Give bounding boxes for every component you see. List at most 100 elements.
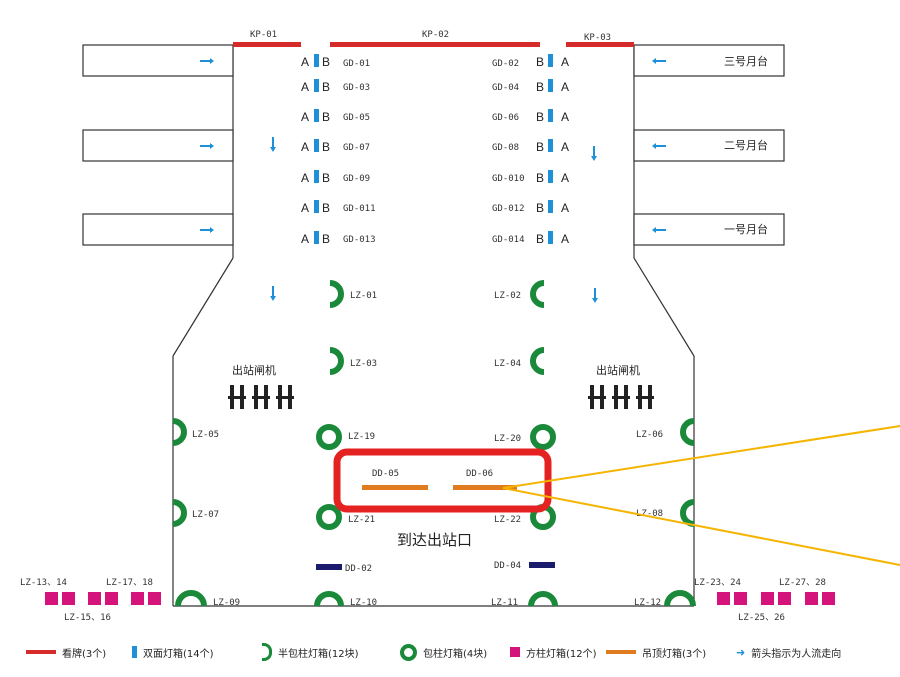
dd05-label: DD-05 xyxy=(372,469,399,479)
gd-label: GD-012 xyxy=(492,204,525,214)
arrow-left-icon xyxy=(652,227,666,233)
gd-label: GD-011 xyxy=(343,204,376,214)
callout-lines xyxy=(502,425,900,566)
half-column-lz03 xyxy=(329,347,344,375)
full-column-swatch-icon xyxy=(400,643,417,661)
gates-label-left: 出站闸机 xyxy=(232,363,276,377)
svg-text:B: B xyxy=(536,201,544,215)
svg-text:A: A xyxy=(301,110,309,124)
double-light-box xyxy=(314,200,319,213)
half-column-lz01 xyxy=(329,280,344,308)
lz-label: LZ-09 xyxy=(213,598,240,608)
double-light-box xyxy=(548,79,553,92)
gates-label-right: 出站闸机 xyxy=(596,363,640,377)
half-column-lz02 xyxy=(530,280,545,308)
legend: 看牌(3个) 双面灯箱(14个) 半包柱灯箱(12块) 包柱灯箱(4块) 方柱灯… xyxy=(0,636,900,676)
kp-01-label: KP-01 xyxy=(250,30,277,40)
half-column-lz05 xyxy=(172,418,187,446)
double-light-box xyxy=(314,231,319,244)
svg-text:A: A xyxy=(561,232,569,246)
lz-label: LZ-22 xyxy=(494,515,521,525)
half-column-boxes xyxy=(172,280,696,607)
lz-label: LZ-03 xyxy=(350,359,377,369)
legend-label: 双面灯箱(14个) xyxy=(143,648,214,660)
dd04-label: DD-04 xyxy=(494,561,521,571)
gd-label: GD-09 xyxy=(343,174,370,184)
exit-title: 到达出站口 xyxy=(397,531,472,549)
half-column-lz07 xyxy=(172,499,187,527)
ceiling-box-dd05 xyxy=(362,485,428,490)
half-column-swatch-icon xyxy=(262,643,272,661)
ceiling-box-dd06 xyxy=(453,485,517,490)
gd-label: GD-02 xyxy=(492,59,519,69)
double-light-box xyxy=(314,170,319,183)
kp-03-label: KP-03 xyxy=(584,33,611,43)
lz-label: LZ-06 xyxy=(636,430,663,440)
square-column-boxes xyxy=(45,592,835,605)
legend-label: 吊顶灯箱(3个) xyxy=(642,648,707,660)
gd-label: GD-014 xyxy=(492,235,525,245)
lz-label: LZ-02 xyxy=(494,291,521,301)
svg-text:B: B xyxy=(536,80,544,94)
billboard-swatch xyxy=(26,650,56,654)
lz-label: LZ-17、18 xyxy=(106,578,153,588)
double-light-box xyxy=(314,54,319,67)
platform-label-2: 二号月台 xyxy=(724,138,768,152)
legend-banbao: 半包柱灯箱(12块) xyxy=(262,643,359,661)
lz-label: LZ-25、26 xyxy=(738,613,785,623)
double-light-box xyxy=(548,231,553,244)
lz-label: LZ-05 xyxy=(192,430,219,440)
svg-text:A: A xyxy=(301,80,309,94)
double-light-box xyxy=(314,79,319,92)
arrow-right-icon xyxy=(200,143,214,149)
full-column-lz21 xyxy=(316,504,342,530)
lz-label: LZ-10 xyxy=(350,598,377,608)
gd-label: GD-010 xyxy=(492,174,525,184)
svg-text:B: B xyxy=(322,232,330,246)
kp-02-bar xyxy=(330,42,540,47)
svg-text:A: A xyxy=(561,140,569,154)
double-light-box xyxy=(314,109,319,122)
double-light-box xyxy=(548,200,553,213)
ceiling-box-dd02 xyxy=(316,564,342,570)
arrow-down-icon xyxy=(270,137,276,152)
lz-label: LZ-15、16 xyxy=(64,613,111,623)
double-light-box xyxy=(548,109,553,122)
exit-gates-icon xyxy=(228,385,654,409)
svg-text:A: A xyxy=(301,140,309,154)
lz-label: LZ-19 xyxy=(348,432,375,442)
arrow-right-icon: ➜ xyxy=(736,645,746,659)
legend-label: 方柱灯箱(12个) xyxy=(526,648,597,660)
svg-text:A: A xyxy=(561,110,569,124)
svg-text:B: B xyxy=(536,232,544,246)
arrow-left-icon xyxy=(652,58,666,64)
legend-label: 看牌(3个) xyxy=(62,648,107,660)
lz-labels: LZ-01 LZ-02 LZ-03 LZ-04 LZ-05 LZ-06 LZ-1… xyxy=(20,291,826,623)
svg-text:A: A xyxy=(561,55,569,69)
svg-text:B: B xyxy=(536,171,544,185)
svg-text:B: B xyxy=(322,110,330,124)
double-light-box xyxy=(548,54,553,67)
gd-label: GD-06 xyxy=(492,113,519,123)
gd-label: GD-013 xyxy=(343,235,376,245)
legend-label: 箭头指示为人流走向 xyxy=(751,648,842,660)
platform-label-1: 一号月台 xyxy=(724,222,768,236)
kp-02-label: KP-02 xyxy=(422,30,449,40)
full-column-lz19 xyxy=(316,424,342,450)
gd-label: GD-05 xyxy=(343,113,370,123)
svg-text:B: B xyxy=(322,80,330,94)
lz-label: LZ-04 xyxy=(494,359,521,369)
flow-arrows xyxy=(200,58,666,303)
platform-label-3: 三号月台 xyxy=(724,54,768,68)
lz-label: LZ-12 xyxy=(634,598,661,608)
svg-text:A: A xyxy=(561,201,569,215)
lz-label: LZ-23、24 xyxy=(694,578,741,588)
lz-label: LZ-13、14 xyxy=(20,578,67,588)
lz-label: LZ-01 xyxy=(350,291,377,301)
svg-text:A: A xyxy=(561,171,569,185)
svg-text:B: B xyxy=(322,140,330,154)
half-column-lz06 xyxy=(680,418,695,446)
legend-kanpai: 看牌(3个) xyxy=(26,644,106,660)
arrow-down-icon xyxy=(270,286,276,301)
